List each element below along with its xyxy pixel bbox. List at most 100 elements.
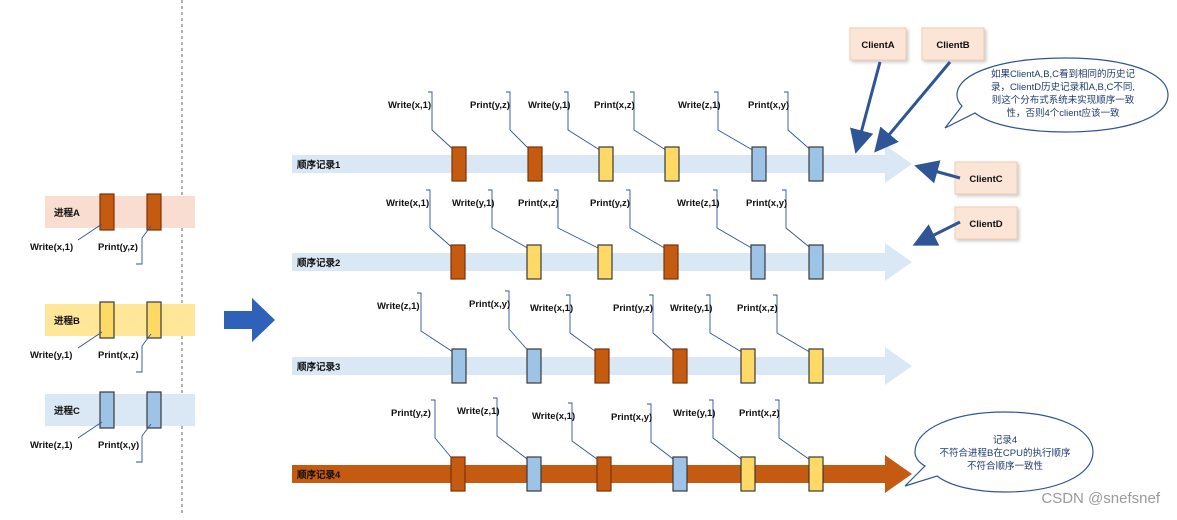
record-label: 顺序记录1 (297, 159, 341, 171)
client-d-arrow (912, 220, 961, 246)
record-connector (493, 397, 532, 463)
note-bubble-1: 如果ClientA,B,C看到相同的历史记 录，ClientD历史记录和A,B,… (944, 57, 1169, 133)
record-connector (775, 399, 814, 463)
record-op-block (596, 456, 612, 492)
record-op-label: Print(x,z) (594, 100, 635, 111)
note1-line-2: 录，ClientD历史记录和A,B,C不同, (991, 81, 1135, 93)
note1-line-4: 性，否则4个client应该一致 (1007, 107, 1120, 119)
record-op-label: Write(y,1) (673, 408, 715, 419)
record-op-label: Print(x,z) (518, 198, 559, 209)
record-connector (630, 91, 670, 153)
record-op-block (597, 244, 613, 280)
client-box-a: ClientA (849, 27, 907, 61)
record-op-label: Print(y,z) (470, 100, 510, 111)
record-connector (554, 189, 603, 251)
record-op-label: Write(z,1) (678, 100, 721, 111)
record-op-label: Print(x,z) (739, 408, 780, 419)
process-label: 进程C (54, 405, 80, 417)
note1-line-3: 则这个分布式系统未实现顺序一致 (992, 94, 1135, 106)
process-bg (45, 304, 195, 336)
process-op-block (99, 193, 115, 231)
process-bg (45, 394, 195, 426)
record-op-label: Write(x,1) (386, 198, 429, 209)
process-bg (45, 196, 195, 228)
note2-line-2: 不符合进程B在CPU的执行顺序 (940, 447, 1071, 459)
record-row: 顺序记录3Write(z,1)Print(x,y)Write(x,1)Print… (292, 290, 912, 385)
record-op-block (751, 146, 767, 182)
process-op-label: Print(y,z) (98, 242, 138, 253)
record-op-label: Print(x,y) (748, 100, 789, 111)
record-label: 顺序记录3 (297, 361, 340, 373)
client-c-label: ClientC (969, 174, 1002, 185)
record-connector (626, 189, 669, 251)
record-op-block (451, 348, 467, 384)
record-op-label: Print(y,z) (391, 408, 431, 419)
process-connector (136, 333, 152, 373)
big-right-arrow (224, 298, 275, 342)
record-op-block (740, 456, 756, 492)
record-connector (426, 189, 456, 251)
note-bubble-2: 记录4 不符合进程B在CPU的执行顺序 不符合顺序一致性 (904, 411, 1094, 493)
record-connector (566, 294, 600, 355)
record-op-label: Write(z,1) (457, 406, 500, 417)
record-row: 顺序记录1Write(x,1)Print(y,z)Write(y,1)Print… (292, 91, 912, 183)
note2-line-3: 不符合顺序一致性 (967, 460, 1044, 472)
record-op-label: Print(x,y) (611, 412, 652, 423)
watermark: CSDN @snefsnef (1041, 490, 1160, 507)
record-connector (709, 399, 746, 463)
record-op-block (527, 146, 543, 182)
record-op-block (598, 146, 614, 182)
record-op-block (808, 244, 824, 280)
record-op-label: Print(x,y) (469, 299, 510, 310)
record-op-block (450, 456, 466, 492)
record-connector (564, 91, 604, 153)
record-connector (506, 91, 533, 153)
record-connector (568, 402, 602, 463)
record-op-block (526, 348, 542, 384)
client-box-d: ClientD (954, 206, 1018, 240)
process-op-label: Print(x,y) (98, 440, 139, 451)
record-connector (706, 294, 746, 355)
record-op-label: Write(y,1) (670, 303, 712, 314)
record-label: 顺序记录2 (297, 257, 340, 269)
record-row: 顺序记录2Write(x,1)Write(y,1)Print(x,z)Print… (292, 189, 912, 281)
process-connector (77, 421, 103, 439)
record-connector (431, 399, 456, 463)
client-box-b: ClientB (921, 27, 985, 61)
record-op-label: Write(y,1) (528, 100, 570, 111)
record-op-label: Print(x,z) (737, 303, 778, 314)
client-a-label: ClientA (861, 40, 894, 51)
record-op-block (450, 244, 466, 280)
record-connector (714, 91, 757, 153)
record-op-block (808, 456, 824, 492)
record-op-label: Write(z,1) (677, 198, 720, 209)
record-connector (784, 91, 814, 153)
process-panel: 进程AWrite(x,1)Print(y,z)进程BWrite(y,1)Prin… (30, 193, 195, 463)
process-connector (136, 423, 152, 463)
record-connector (782, 189, 814, 251)
note1-line-1: 如果ClientA,B,C看到相同的历史记 (991, 68, 1136, 80)
process-op-block (146, 193, 162, 231)
record-connector (488, 189, 532, 251)
record-op-block (526, 244, 542, 280)
client-box-c: ClientC (954, 161, 1018, 195)
client-c-arrow (914, 160, 961, 184)
record-label: 顺序记录4 (297, 469, 341, 481)
record-op-block (526, 456, 542, 492)
record-op-label: Write(x,1) (530, 303, 573, 314)
record-op-block (808, 146, 824, 182)
process-op-label: Write(x,1) (30, 242, 73, 253)
record-connector (773, 294, 814, 355)
record-connector (417, 292, 457, 355)
record-op-label: Write(x,1) (532, 411, 575, 422)
process-op-block (99, 391, 115, 429)
process-op-block (146, 391, 162, 429)
record-op-block (672, 456, 688, 492)
note2-line-1: 记录4 (993, 434, 1017, 446)
record-op-label: Write(y,1) (452, 198, 494, 209)
